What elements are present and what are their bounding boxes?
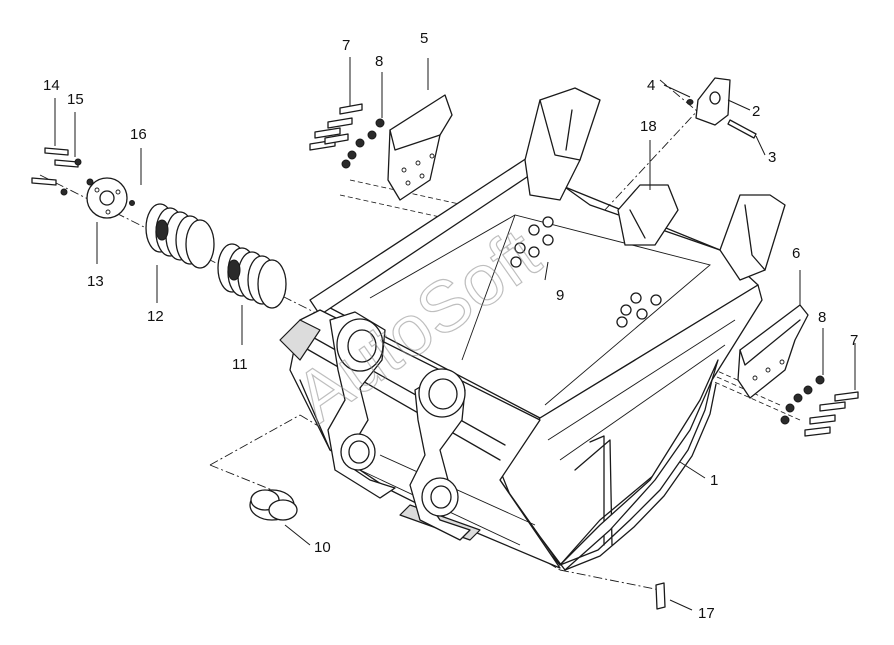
callout-7-top: 7 xyxy=(342,37,350,54)
callout-14: 14 xyxy=(43,77,60,94)
callout-13: 13 xyxy=(87,273,104,290)
part-2-3-4-tooth xyxy=(686,77,757,139)
nut-group-8-right xyxy=(780,375,825,425)
part-11-spring xyxy=(217,243,287,309)
callout-5: 5 xyxy=(420,30,428,47)
callout-10: 10 xyxy=(314,539,331,556)
callout-4: 4 xyxy=(647,77,655,94)
bolt-group-7-right xyxy=(804,391,859,437)
callout-18: 18 xyxy=(640,118,657,135)
part-13-retainer xyxy=(86,177,135,219)
callout-15: 15 xyxy=(67,91,84,108)
callout-1: 1 xyxy=(710,472,718,489)
callout-3: 3 xyxy=(768,149,776,166)
callout-12: 12 xyxy=(147,308,164,325)
bolt-group-14 xyxy=(31,147,94,196)
callout-17: 17 xyxy=(698,605,715,622)
callout-9: 9 xyxy=(556,287,564,304)
part-10-bushing xyxy=(249,489,298,521)
nut-group-9 xyxy=(510,216,662,328)
callout-16: 16 xyxy=(130,126,147,143)
adapters xyxy=(524,87,786,281)
part-12-spring xyxy=(145,203,215,269)
leader-lines xyxy=(54,57,856,611)
nut-group-8-left xyxy=(341,118,385,169)
callout-8-right: 8 xyxy=(818,309,826,326)
callout-11: 11 xyxy=(232,356,248,373)
callout-8-top: 8 xyxy=(375,53,383,70)
bolts-and-nuts xyxy=(31,103,859,437)
callout-6: 6 xyxy=(792,245,800,262)
linkage-bosses xyxy=(327,311,471,541)
part-17-plate xyxy=(655,582,666,610)
callout-7-right: 7 xyxy=(850,332,858,349)
callout-2: 2 xyxy=(752,103,760,120)
callout-labels: 1 2 3 4 5 6 7 8 9 10 11 12 13 14 15 16 1… xyxy=(43,30,858,622)
bolt-group-7-left xyxy=(309,103,363,151)
side-plates xyxy=(387,94,809,399)
